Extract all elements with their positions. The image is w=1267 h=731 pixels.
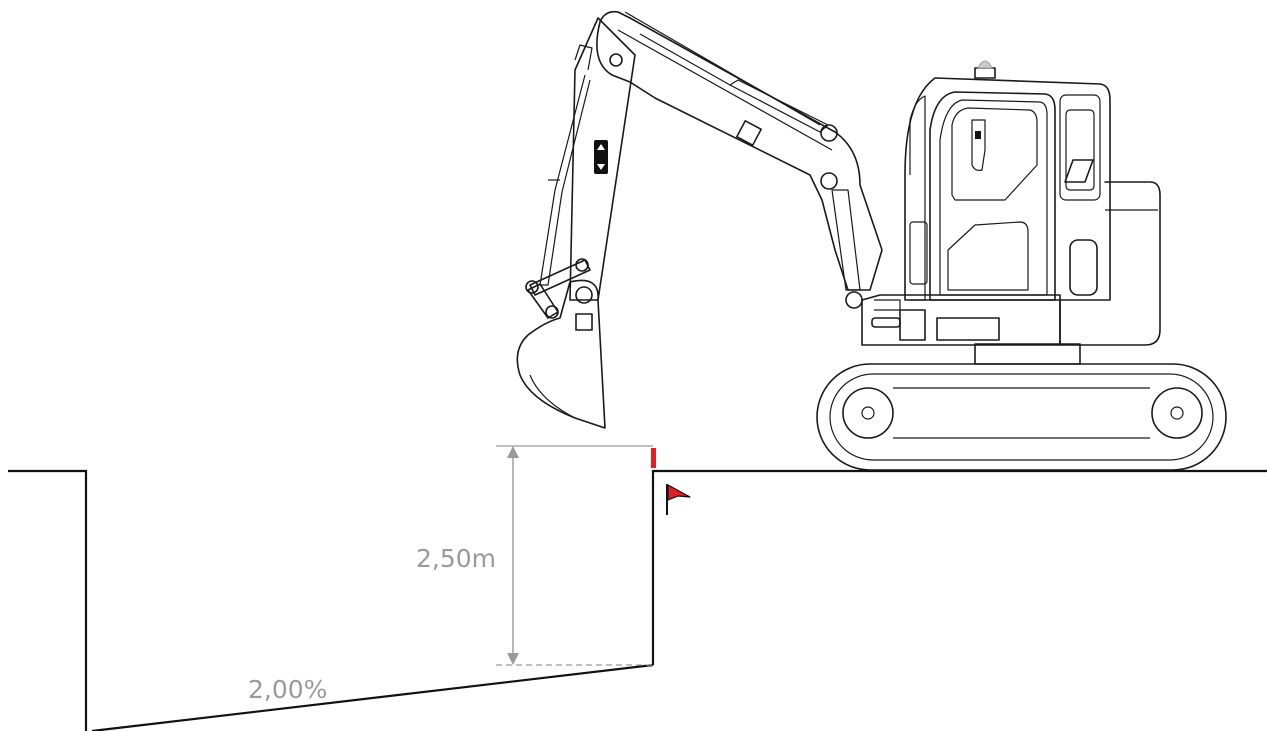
excavator-icon xyxy=(516,10,1227,471)
excavator-track xyxy=(816,363,1227,471)
excavator-cab xyxy=(904,60,1111,301)
depth-dimension xyxy=(496,445,653,666)
depth-label: 2,50m xyxy=(416,544,496,573)
ground-left xyxy=(8,469,88,731)
red-flag-icon xyxy=(666,484,691,515)
arrow-up-icon xyxy=(507,446,519,458)
trench-profile xyxy=(8,469,1267,731)
excavator-arm xyxy=(525,17,636,331)
trench-wall-right xyxy=(651,469,1267,665)
arrow-down-icon xyxy=(507,653,519,665)
trench-bottom-slope xyxy=(91,663,654,731)
red-level-marker xyxy=(651,448,656,468)
excavator-body xyxy=(861,181,1161,346)
excavator-boom xyxy=(596,10,883,309)
slope-label: 2,00% xyxy=(248,675,327,704)
excavator-bucket xyxy=(516,279,606,429)
excavator-swivel xyxy=(974,343,1081,365)
